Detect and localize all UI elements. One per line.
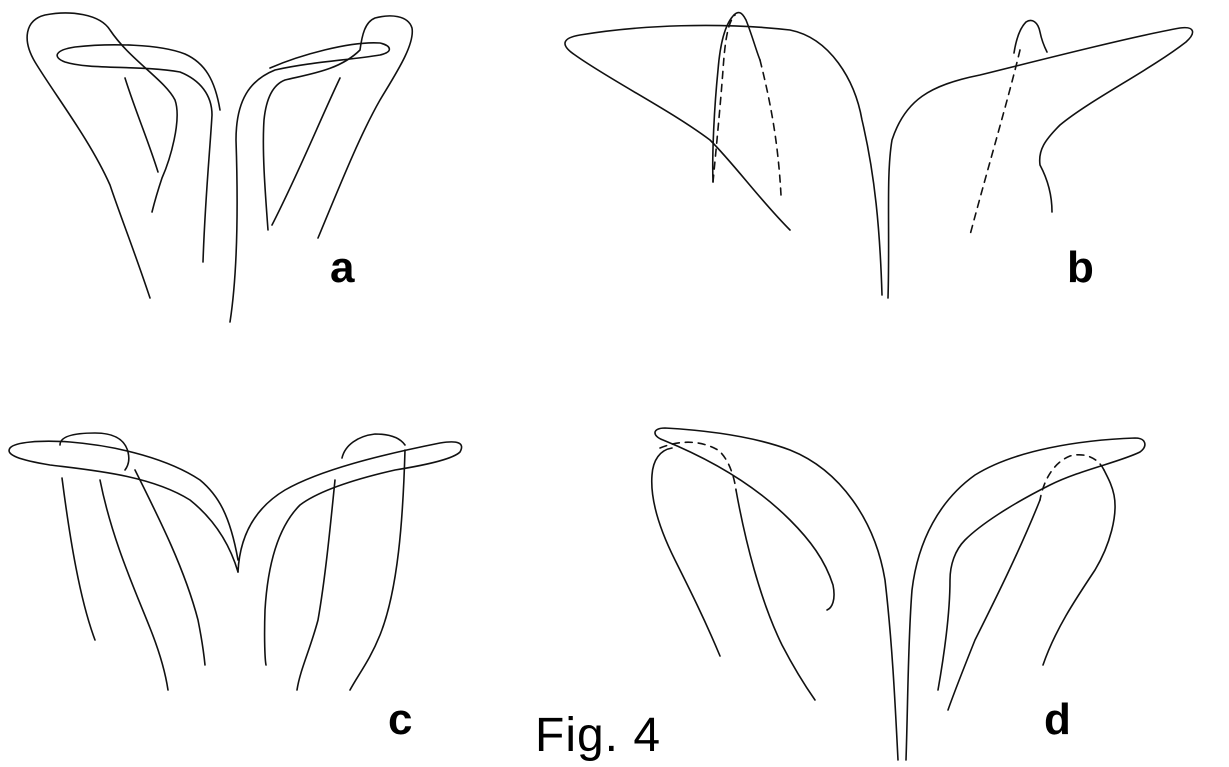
panel-c-left-front-lobe [9, 441, 238, 572]
panel-c-left-mid-stem [100, 480, 168, 690]
panel-b-left-small-lobe [713, 13, 760, 182]
panel-b-left-hidden-edge-2 [760, 60, 781, 195]
panel-c-right-back-top [342, 434, 405, 458]
panel-d-drawing [652, 428, 1145, 760]
panel-c-left-inner-stem [135, 470, 205, 665]
panel-d-right-back-lobe [1043, 470, 1115, 665]
panel-d-right-hidden-edge [1040, 455, 1104, 500]
figure-caption: Fig. 4 [535, 710, 661, 762]
panel-d-left-back-lobe [652, 448, 720, 656]
panel-c-drawing [9, 433, 462, 690]
panel-c-right-front-lobe [238, 442, 462, 665]
panel-a-right-inner-stem [272, 78, 340, 225]
panel-a-label: a [330, 246, 354, 290]
panel-a-left-inner-stem [125, 78, 158, 172]
panel-c-right-inner-stem [297, 480, 335, 690]
panel-a-left-front-lobe [57, 45, 220, 262]
panel-a-left-back-lobe [27, 13, 177, 298]
panel-c-left-outer-stem [62, 478, 95, 640]
panel-c-label: c [388, 698, 412, 742]
panel-b-label: b [1067, 246, 1094, 290]
panel-d-label: d [1044, 698, 1071, 742]
panel-c-left-back-top [60, 433, 129, 470]
panel-c-right-outer-stem [350, 450, 405, 690]
panel-b-drawing [565, 13, 1193, 298]
panel-b-right-lobe [888, 28, 1193, 298]
panel-d-right-lobe [906, 438, 1145, 760]
panel-a-drawing [27, 13, 412, 322]
panel-d-right-inner-stem [948, 500, 1040, 710]
panel-b-left-hidden-edge [713, 15, 735, 182]
panel-d-left-inner-stem [736, 490, 815, 700]
panel-b-right-small-lobe [1014, 20, 1047, 53]
panel-d-left-hidden-edge [660, 442, 736, 490]
panel-b-right-hidden-edge [970, 50, 1020, 235]
panel-a-right-front-lobe [230, 43, 389, 322]
